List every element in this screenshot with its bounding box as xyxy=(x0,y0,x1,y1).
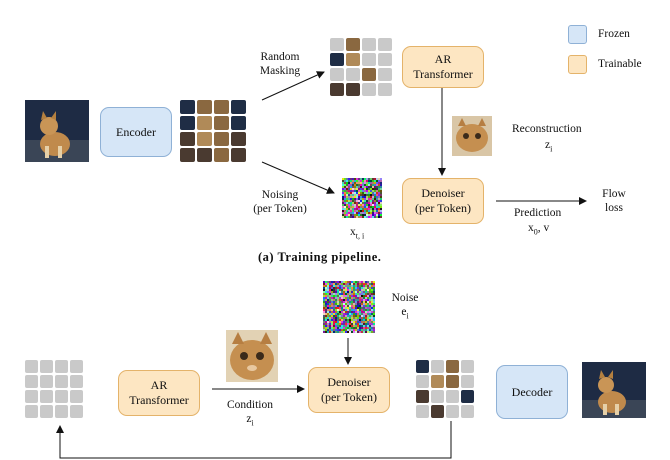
arrow-to-masking xyxy=(261,71,325,101)
frozen-legend-label: Frozen xyxy=(598,28,630,40)
encoder-label: Encoder xyxy=(116,124,156,139)
trainable-legend-swatch xyxy=(568,55,587,74)
masked-token-grid xyxy=(330,38,392,96)
output-cat-image xyxy=(582,362,646,418)
reconstruction-var: zi xyxy=(545,139,553,154)
random-masking-label: Random Masking xyxy=(259,51,301,77)
decoder-box: Decoder xyxy=(496,365,568,419)
noise-image xyxy=(323,281,375,333)
decoder-label: Decoder xyxy=(511,384,553,399)
noisy-token-var: xt, i xyxy=(350,226,365,241)
encoder-box: Encoder xyxy=(100,107,172,157)
input-cat-image xyxy=(25,100,89,162)
flow-loss-label: Flow loss xyxy=(602,188,626,214)
trainable-legend-label: Trainable xyxy=(598,58,642,70)
frozen-legend-swatch xyxy=(568,25,587,44)
encoded-token-grid xyxy=(180,100,246,162)
arrow-to-noising xyxy=(261,161,335,194)
noisy-token-image xyxy=(342,178,382,218)
denoiser-box-inference: Denoiser(per Token) xyxy=(308,367,390,413)
condition-cat-image xyxy=(226,330,278,382)
reconstruction-label: Reconstruction xyxy=(512,123,582,135)
noising-label: Noising (per Token) xyxy=(253,189,307,215)
condition-label: Condition zi xyxy=(226,399,273,428)
generated-token-grid xyxy=(416,360,474,418)
noise-label: Noise ei xyxy=(391,292,419,321)
prediction-vars: x0, v xyxy=(528,222,550,237)
empty-token-grid xyxy=(25,360,83,418)
prediction-label: Prediction xyxy=(514,207,562,219)
training-pipeline-caption: (a) Training pipeline. xyxy=(258,250,382,264)
denoiser-box-training: Denoiser(per Token) xyxy=(402,178,484,224)
reconstruction-cat-image xyxy=(452,116,492,156)
arrow-feedback-loop xyxy=(56,421,452,459)
